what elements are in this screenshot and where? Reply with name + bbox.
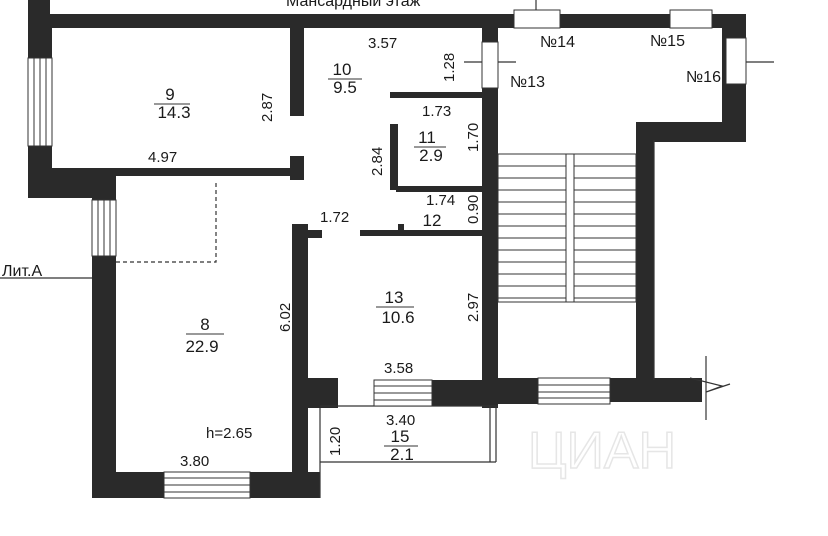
dim-2-97: 2.97 (465, 293, 482, 322)
watermark: ЦИАН (528, 422, 676, 480)
dim-3-40: 3.40 (386, 412, 415, 429)
tag-no16: №16 (686, 69, 721, 86)
room-label-13: 13 10.6 (376, 288, 415, 327)
room-label-15: 15 2.1 (384, 427, 418, 464)
svg-text:10.6: 10.6 (381, 308, 414, 327)
window-top-1 (513, 9, 561, 29)
dim-3-57: 3.57 (368, 35, 397, 52)
svg-text:14.3: 14.3 (157, 103, 190, 122)
dim-2-87: 2.87 (259, 93, 276, 122)
window-top-2 (669, 9, 713, 29)
svg-text:11: 11 (418, 128, 436, 147)
dim-1-28: 1.28 (441, 53, 458, 82)
svg-text:10: 10 (333, 60, 352, 79)
room-label-8: 8 22.9 (185, 315, 224, 356)
dim-1-20: 1.20 (327, 427, 344, 456)
dim-1-72: 1.72 (320, 209, 349, 226)
svg-text:2.1: 2.1 (390, 445, 414, 464)
svg-text:9.5: 9.5 (333, 78, 357, 97)
top-label: Мансардный этаж (286, 0, 421, 10)
svg-text:8: 8 (200, 315, 209, 334)
tag-no15: №15 (650, 33, 685, 50)
dim-3-80: 3.80 (180, 453, 209, 470)
tag-no14: №14 (540, 34, 575, 51)
room-label-11: 11 2.9 (414, 128, 446, 165)
svg-text:2.9: 2.9 (419, 146, 443, 165)
dim-1-74: 1.74 (426, 192, 455, 209)
svg-text:22.9: 22.9 (185, 337, 218, 356)
window-stair-left (481, 41, 499, 89)
tag-no13: №13 (510, 74, 545, 91)
svg-text:15: 15 (391, 427, 410, 446)
svg-text:13: 13 (385, 288, 404, 307)
svg-text:12: 12 (423, 211, 442, 230)
dim-6-02: 6.02 (277, 303, 294, 332)
dim-3-58: 3.58 (384, 360, 413, 377)
room-label-12: 12 (423, 211, 442, 230)
svg-text:9: 9 (165, 85, 174, 104)
room-label-9: 9 14.3 (154, 85, 191, 122)
lit-label: Лит.А (2, 263, 42, 280)
staircase (497, 153, 637, 303)
window-right (725, 37, 747, 85)
windows (27, 9, 747, 499)
dim-4-97: 4.97 (148, 149, 177, 166)
dim-1-70: 1.70 (465, 123, 482, 152)
window-stair (537, 377, 611, 405)
dim-0-90: 0.90 (465, 195, 482, 224)
dim-1-73: 1.73 (422, 103, 451, 120)
thin-lines (0, 0, 774, 498)
ceiling-height: h=2.65 (206, 425, 252, 442)
room-label-10: 10 9.5 (328, 60, 362, 97)
dim-2-84: 2.84 (369, 147, 386, 176)
